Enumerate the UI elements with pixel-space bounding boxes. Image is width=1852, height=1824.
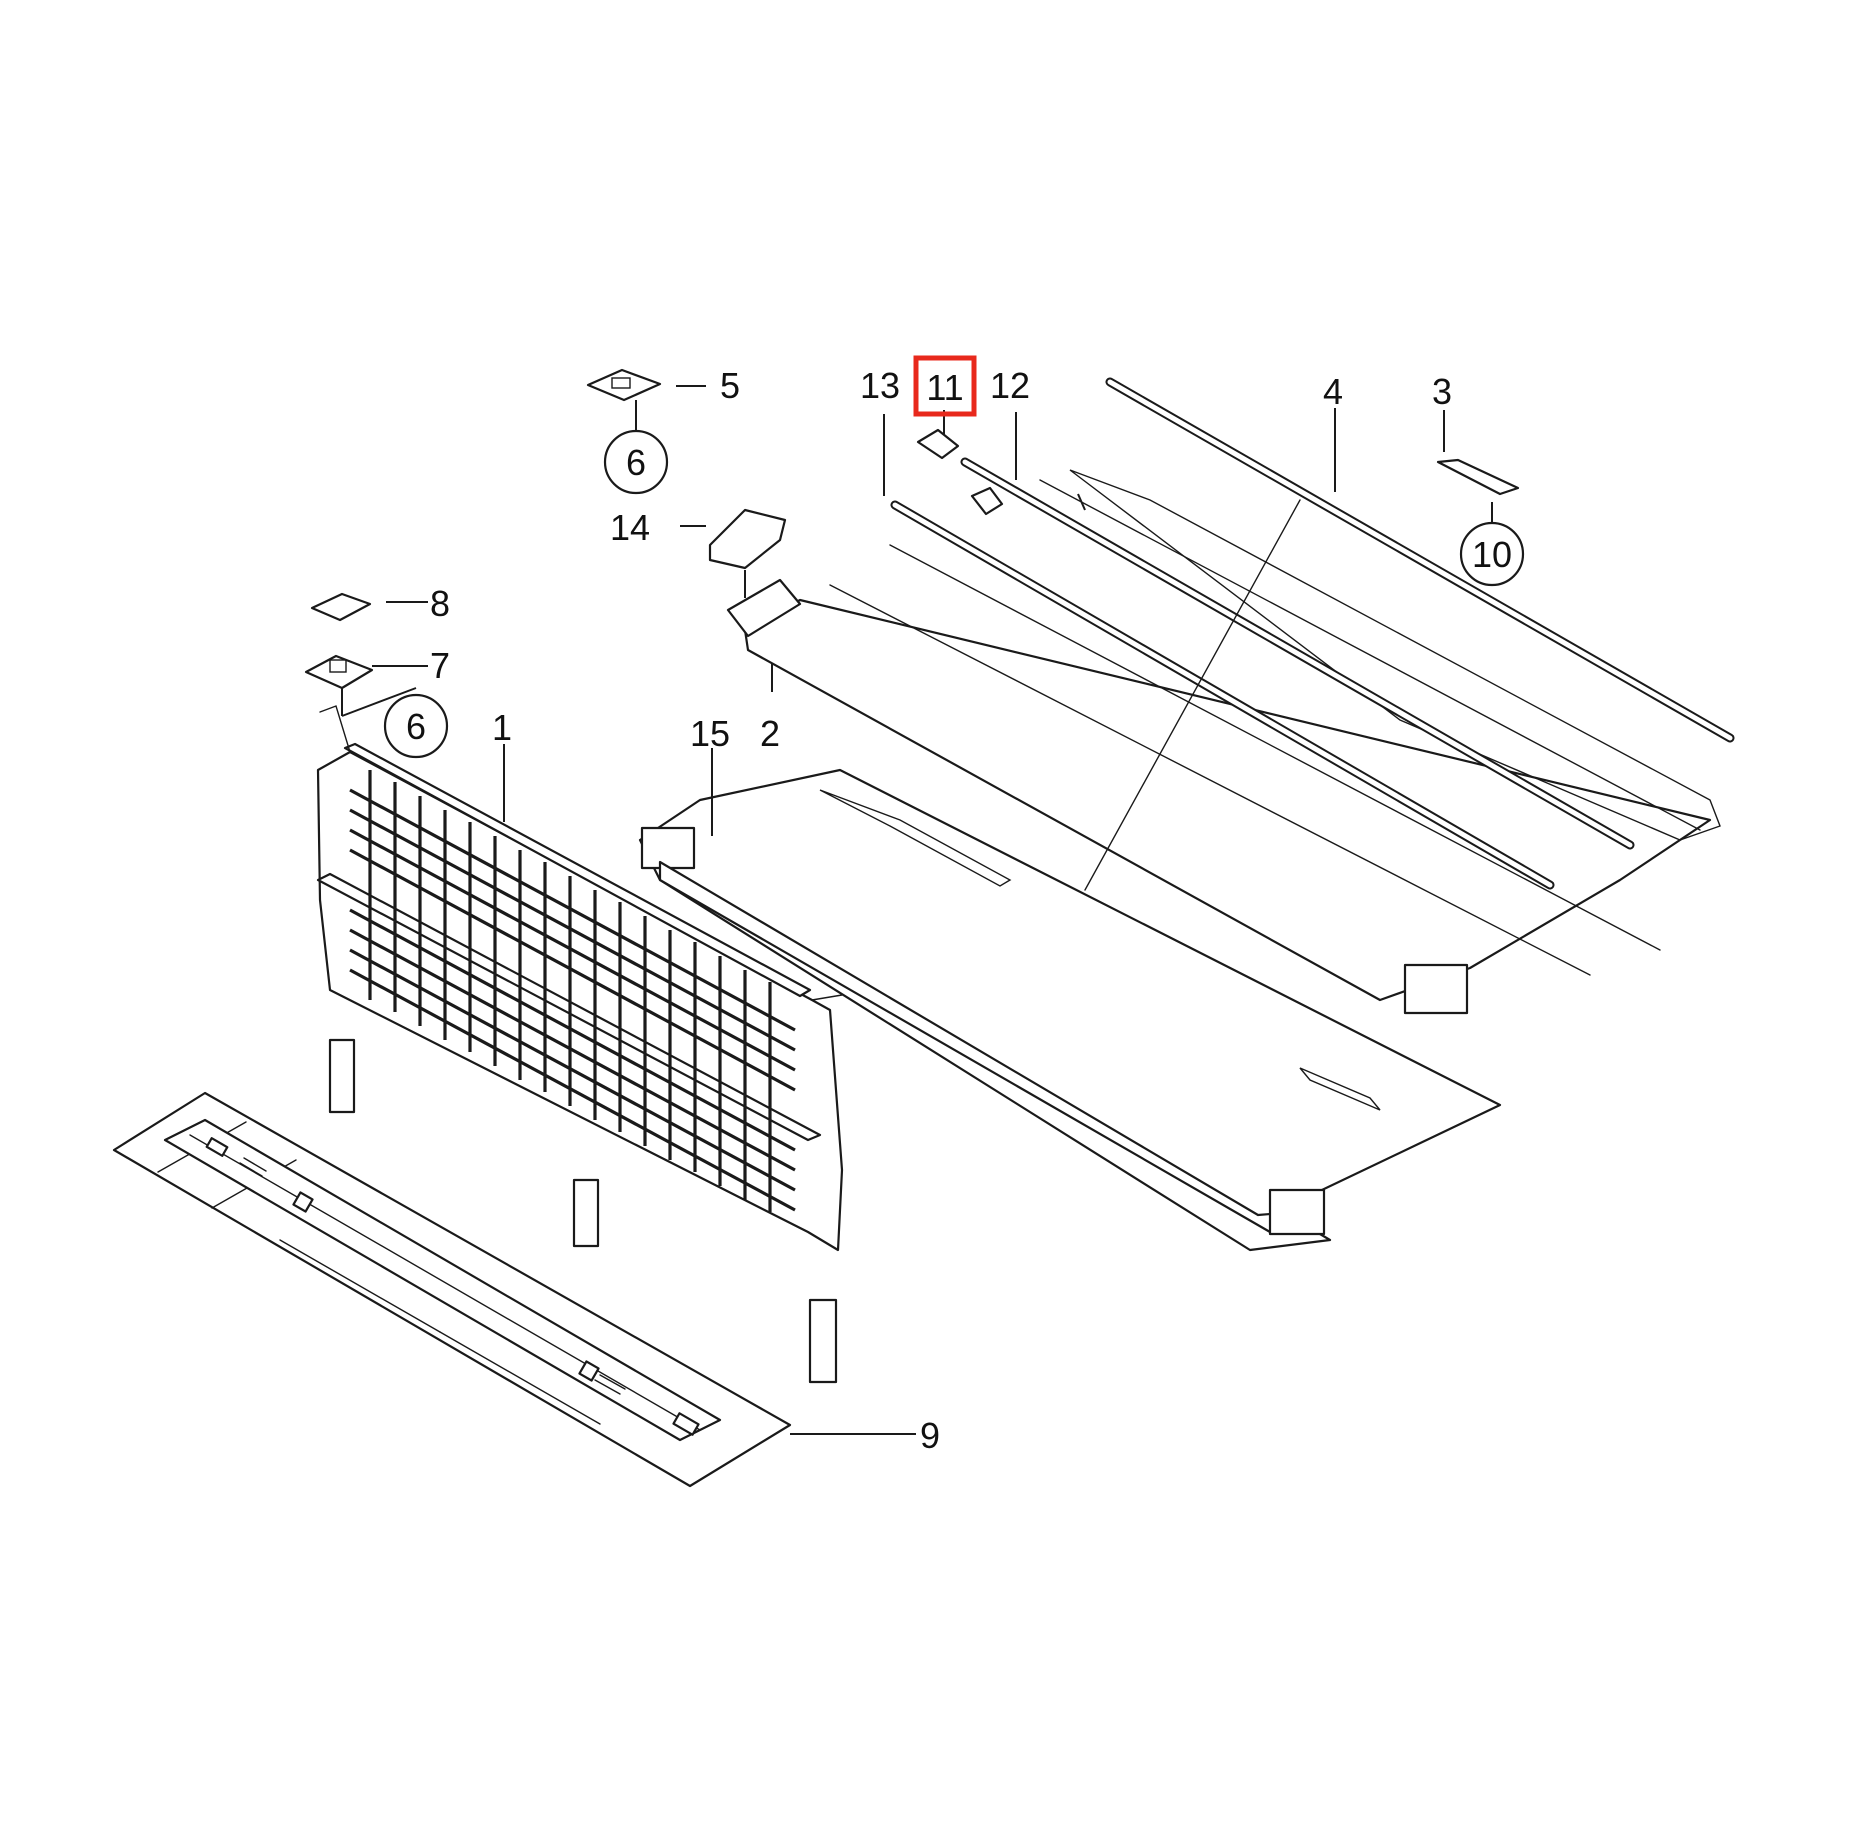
part-9-floor-plate [112, 1091, 792, 1488]
callout-4: 4 [1323, 371, 1343, 412]
leader-lines [341, 385, 1493, 1435]
callout-12: 12 [990, 365, 1030, 406]
part-11-bracket-seat [970, 486, 1004, 516]
part-13-rod [890, 500, 1555, 890]
part-3-clip [1436, 458, 1520, 496]
part-2-roller-blind [726, 469, 1721, 1015]
callout-8: 8 [430, 583, 450, 624]
ref-circle-6-left [383, 693, 449, 759]
part-11-bracket [916, 428, 960, 460]
callout-13: 13 [860, 365, 900, 406]
part-4-long-rod [1105, 377, 1735, 743]
callout-2: 2 [760, 713, 780, 754]
ref-circle-6-top [603, 429, 669, 495]
callout-11: 11 [926, 367, 963, 408]
part-7-mount [304, 654, 374, 690]
callout-6-top: 6 [626, 442, 646, 483]
callout-1: 1 [492, 707, 512, 748]
part-12-rod [960, 457, 1635, 850]
part-14-handle [708, 508, 787, 570]
part-1-cargo-net [316, 705, 844, 1384]
callout-6-left: 6 [406, 706, 426, 747]
callout-7: 7 [430, 645, 450, 686]
cargo-net-mesh [349, 770, 796, 1212]
highlight-box-part-11 [913, 355, 977, 417]
callout-3: 3 [1432, 371, 1452, 412]
callout-14: 14 [610, 507, 650, 548]
callout-10: 10 [1472, 534, 1512, 575]
callout-5: 5 [720, 365, 740, 406]
ref-circle-10 [1459, 521, 1525, 587]
part-8-cover-cap [310, 592, 372, 622]
callout-15: 15 [690, 713, 730, 754]
part-15-cover-panel [638, 768, 1502, 1252]
part-5-cover-cap [586, 368, 662, 402]
callout-9: 9 [920, 1415, 940, 1456]
